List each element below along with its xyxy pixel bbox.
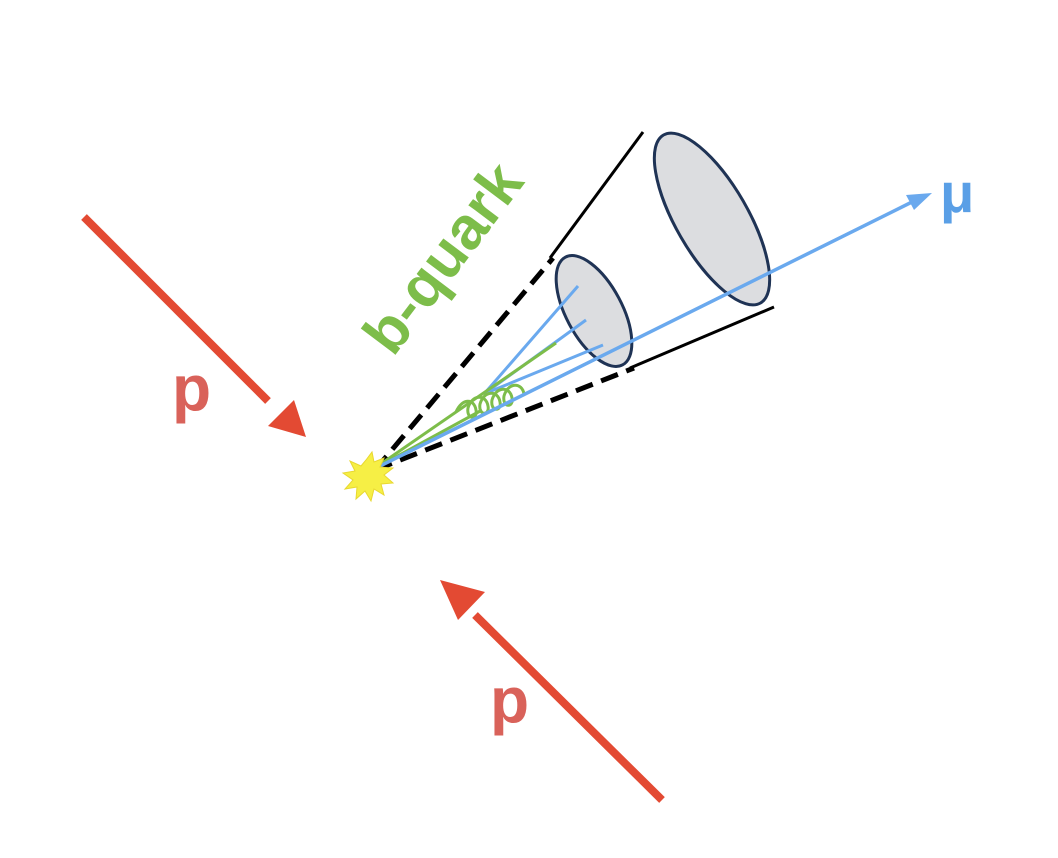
collision-vertex (341, 450, 395, 503)
proton-beam-top (81, 214, 271, 404)
cone-ellipse-small (554, 254, 634, 368)
cone-edge-upper (548, 131, 645, 259)
proton-beam-bottom (472, 612, 665, 803)
proton-arrowhead-top (268, 400, 306, 437)
cone-ellipse-large (652, 131, 772, 307)
proton-arrowhead-bottom (440, 580, 485, 620)
b-quark-label: b-quark (350, 149, 536, 366)
cone-edge-lower (629, 305, 775, 370)
muon-label: μ (940, 161, 974, 224)
gluon-curl (454, 383, 526, 419)
muon-track (371, 198, 917, 472)
proton-label-bottom: p (490, 664, 529, 736)
proton-label-top: p (172, 352, 211, 424)
jet-edge-lower-dashed (374, 365, 635, 473)
jet-edge-upper-dashed (373, 256, 555, 472)
muon-arrowhead (906, 193, 932, 210)
